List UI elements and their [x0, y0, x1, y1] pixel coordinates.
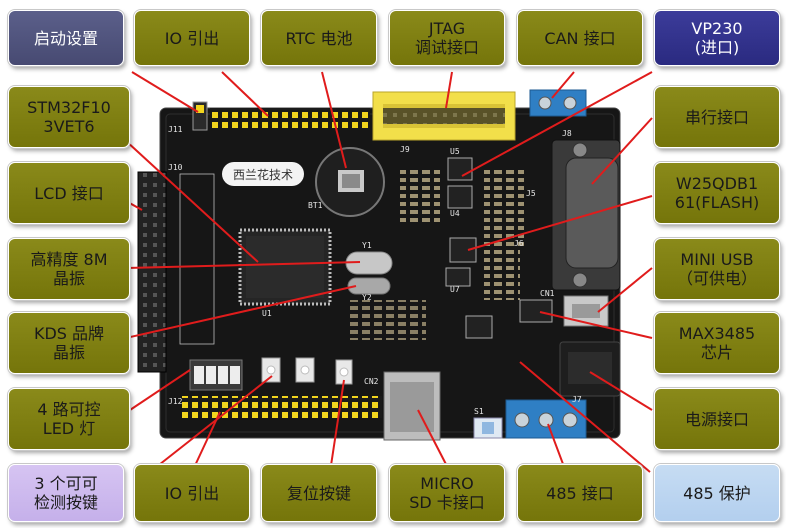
callout-lines	[109, 71, 653, 473]
label-text: STM32F10	[27, 98, 111, 117]
label-text: 启动设置	[33, 28, 98, 48]
label-jtag-debug: JTAG 调试接口	[389, 10, 505, 66]
ref-cn2: CN2	[364, 377, 379, 386]
label-text: 检测按键	[33, 493, 98, 512]
label-text: 晶振	[52, 343, 85, 362]
label-reset-button: 复位按键	[261, 464, 377, 522]
label-power-interface: 电源接口	[654, 388, 780, 450]
label-mini-usb: MINI USB （可供电）	[654, 238, 780, 300]
ref-u5: U5	[450, 147, 460, 156]
label-text: SD 卡接口	[409, 493, 485, 512]
label-text: 高精度 8M	[30, 250, 108, 269]
ic-u4	[447, 185, 473, 209]
label-max3485: MAX3485 芯片	[654, 312, 780, 374]
label-can-interface: CAN 接口	[517, 10, 643, 66]
ref-u7: U7	[450, 285, 460, 294]
ref-j6: J6	[514, 239, 524, 248]
ic-max3485	[519, 299, 553, 323]
label-text: 芯片	[700, 343, 733, 362]
label-text: 调试接口	[414, 38, 479, 57]
label-text: RTC 电池	[285, 28, 353, 48]
label-rtc-battery: RTC 电池	[261, 10, 377, 66]
label-serial-port: 串行接口	[654, 86, 780, 148]
label-text: 串行接口	[684, 107, 749, 127]
label-text: MINI USB	[680, 250, 754, 269]
ref-y1: Y1	[362, 241, 372, 250]
label-text: 3 个可可	[34, 474, 98, 493]
label-text: (进口)	[694, 38, 740, 57]
label-crystal-8m: 高精度 8M 晶振	[8, 238, 130, 300]
ref-s1: S1	[474, 407, 484, 416]
label-io-header-top: IO 引出	[134, 10, 250, 66]
label-text: KDS 品牌	[33, 324, 105, 343]
ref-cn1: CN1	[540, 289, 555, 298]
label-micro-sd: MICRO SD 卡接口	[389, 464, 505, 522]
label-text: 复位按键	[286, 483, 351, 503]
label-w25q-flash: W25QDB1 61(FLASH)	[654, 162, 780, 224]
label-text: IO 引出	[164, 483, 220, 503]
lcd-header	[137, 171, 167, 373]
ref-j9: J9	[400, 145, 410, 154]
ref-j7: J7	[572, 395, 582, 404]
ic-u5	[447, 157, 473, 181]
label-text: VP230	[691, 19, 743, 38]
label-text: 61(FLASH)	[674, 193, 760, 212]
label-text: 485 接口	[546, 483, 614, 503]
label-text: IO 引出	[164, 28, 220, 48]
ref-j8: J8	[562, 129, 572, 138]
label-stm32-chip: STM32F10 3VET6	[8, 86, 130, 148]
label-text: 4 路可控	[37, 400, 101, 419]
ref-bt1: BT1	[308, 201, 323, 210]
ref-j11: J11	[168, 125, 183, 134]
label-test-buttons: 3 个可可 检测按键	[8, 464, 124, 522]
label-lcd-interface: LCD 接口	[8, 162, 130, 224]
io-header-top-pins	[210, 108, 370, 130]
board-logo: 西兰花技术	[233, 167, 293, 182]
ref-j5: J5	[526, 189, 536, 198]
label-vp230: VP230 (进口)	[654, 10, 780, 66]
label-text: JTAG	[428, 19, 466, 38]
label-boot-settings: 启动设置	[8, 10, 124, 66]
label-text: CAN 接口	[544, 28, 616, 48]
label-rs485-interface: 485 接口	[517, 464, 643, 522]
label-led-lights: 4 路可控 LED 灯	[8, 388, 130, 450]
io-header-bottom-pins	[182, 396, 382, 418]
label-text: 晶振	[52, 269, 85, 288]
crystal-kds	[347, 277, 391, 295]
ic-u7	[445, 267, 471, 287]
label-text: 3VET6	[43, 117, 95, 136]
ref-u1: U1	[262, 309, 272, 318]
label-text: W25QDB1	[675, 174, 759, 193]
label-rs485-protection: 485 保护	[654, 464, 780, 522]
label-text: （可供电）	[676, 269, 757, 288]
label-text: LED 灯	[42, 419, 96, 438]
label-text: 485 保护	[683, 483, 751, 503]
ref-y2: Y2	[362, 293, 372, 302]
label-text: MAX3485	[678, 324, 756, 343]
label-text: MICRO	[420, 474, 474, 493]
ic-flash	[449, 237, 477, 263]
label-kds-crystal: KDS 品牌 晶振	[8, 312, 130, 374]
label-text: 电源接口	[684, 409, 749, 429]
ref-j12: J12	[168, 397, 183, 406]
label-text: LCD 接口	[34, 183, 104, 203]
label-io-header-bottom: IO 引出	[134, 464, 250, 522]
ref-j10: J10	[168, 163, 183, 172]
ref-u4: U4	[450, 209, 460, 218]
